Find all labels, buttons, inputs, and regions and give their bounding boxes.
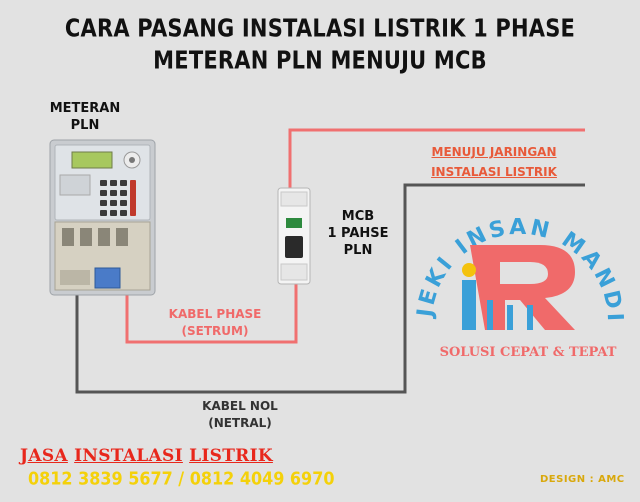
mcb-label: MCB 1 PAHSE PLN [327, 209, 389, 258]
neutral-wire-label: KABEL NOL (NETRAL) [202, 399, 278, 430]
mcb-brand-icon [286, 218, 302, 228]
meter-keypad-icon [100, 180, 136, 216]
page-subtitle: METERAN PLN MENUJU MCB [153, 45, 487, 75]
phase-wire-label: KABEL PHASE (SETRUM) [168, 307, 262, 338]
service-title: JASA INSTALASI LISTRIK [20, 446, 273, 466]
brand-r-mark [470, 245, 575, 330]
brand-gear-icon [462, 263, 476, 277]
meter-label: METERAN PLN [49, 101, 121, 133]
page-title: CARA PASANG INSTALASI LISTRIK 1 PHASE [64, 13, 576, 43]
mcb-toggle-icon [285, 236, 303, 258]
mcb-breaker [277, 187, 311, 285]
network-label: MENUJU JARINGAN INSTALASI LISTRIK [431, 145, 557, 179]
brand-slogan: SOLUSI CEPAT & TEPAT [439, 345, 617, 360]
design-credit: DESIGN : AMC [540, 474, 625, 485]
kwh-meter [49, 139, 156, 296]
neutral-wire [75, 183, 585, 394]
meter-terminal-cover [94, 267, 121, 289]
brand-i-mark [462, 280, 476, 330]
phase-wire-output [288, 128, 585, 190]
phone-numbers: 0812 3839 5677 / 0812 4049 6970 [28, 468, 335, 489]
phase-wire [125, 282, 298, 344]
meter-display [71, 151, 113, 169]
